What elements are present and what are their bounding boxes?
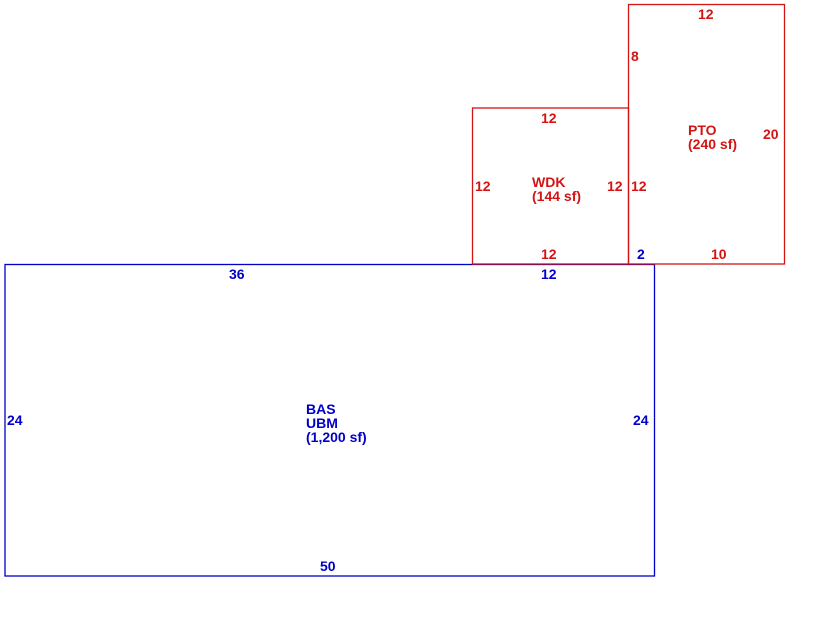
bas-dim-right: 24	[633, 412, 649, 428]
bas-dim-left: 24	[7, 412, 23, 428]
wdk-area: (144 sf)	[532, 188, 582, 204]
pto-outline	[627, 3, 786, 265]
pto-area: (240 sf)	[688, 136, 738, 152]
bas-dim-bottom: 50	[320, 558, 336, 574]
bas-area-label: BAS UBM (1,200 sf)	[306, 402, 367, 444]
pto-dim-lower-left: 12	[631, 178, 647, 194]
bas-dim-top-right: 12	[541, 266, 557, 282]
bas-outline	[4, 263, 656, 577]
pto-dim-bottom-left: 2	[637, 246, 645, 262]
wdk-dim-top: 12	[541, 110, 557, 126]
wdk-dim-bottom: 12	[541, 246, 557, 262]
bas-code-secondary: UBM	[306, 415, 338, 431]
wdk-dim-left: 12	[475, 178, 491, 194]
wdk-area-label: WDK (144 sf)	[532, 175, 581, 203]
bas-code: BAS	[306, 401, 336, 417]
pto-area-label: PTO (240 sf)	[688, 123, 737, 151]
wdk-code: WDK	[532, 174, 566, 190]
pto-code: PTO	[688, 122, 717, 138]
pto-dim-right: 20	[763, 126, 779, 142]
wdk-dim-right: 12	[607, 178, 623, 194]
bas-area: (1,200 sf)	[306, 429, 367, 445]
pto-dim-top: 12	[698, 6, 714, 22]
pto-dim-upper-left: 8	[631, 48, 639, 64]
bas-dim-top-left: 36	[229, 266, 245, 282]
pto-dim-bottom: 10	[711, 246, 727, 262]
